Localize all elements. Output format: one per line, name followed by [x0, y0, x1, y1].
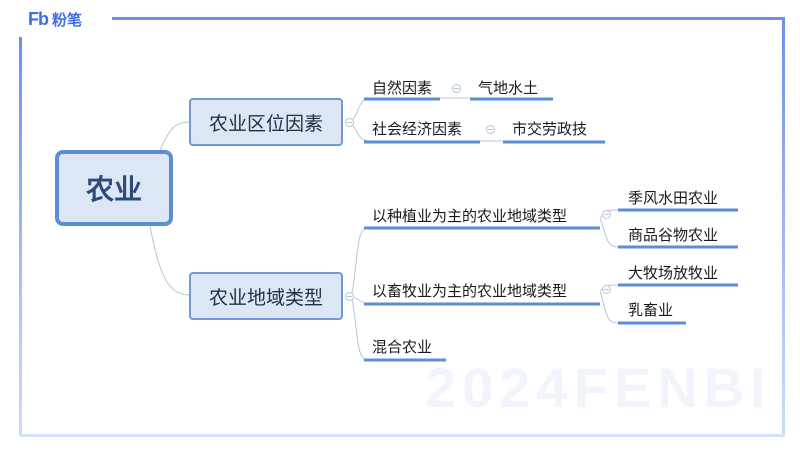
collapse-icon[interactable]: [602, 210, 611, 219]
collapse-icon[interactable]: [345, 118, 354, 127]
collapse-icon[interactable]: [486, 125, 495, 134]
node-natural-factors[interactable]: 自然因素: [372, 79, 433, 97]
node-monsoon-paddy[interactable]: 季风水田农业: [628, 189, 719, 207]
node-crop-farming-type[interactable]: 以种植业为主的农业地域类型: [372, 207, 568, 225]
frame-bottom-border: [19, 434, 785, 437]
node-commercial-grain[interactable]: 商品谷物农业: [628, 226, 719, 244]
node-natural-factors-detail[interactable]: 气地水土: [478, 79, 539, 97]
frame-left-border: [19, 37, 22, 437]
node-socioeconomic-factors[interactable]: 社会经济因素: [372, 120, 463, 138]
branch-node-location-factors[interactable]: 农业区位因素: [189, 98, 343, 146]
frame-top-border: [112, 17, 785, 20]
logo-mark: Fb: [28, 8, 49, 29]
fenbi-logo: Fb 粉笔: [28, 8, 82, 30]
collapse-icon[interactable]: [452, 84, 461, 93]
collapse-icon[interactable]: [345, 292, 354, 301]
root-node[interactable]: 农业: [55, 150, 173, 226]
logo-text: 粉笔: [52, 10, 83, 29]
node-mixed-farming[interactable]: 混合农业: [372, 338, 433, 356]
node-ranching[interactable]: 大牧场放牧业: [628, 264, 719, 282]
node-livestock-type[interactable]: 以畜牧业为主的农业地域类型: [372, 282, 568, 300]
node-dairy[interactable]: 乳畜业: [628, 301, 674, 319]
node-socioeconomic-detail[interactable]: 市交劳政技: [512, 120, 588, 138]
watermark: 2024FENBI: [425, 356, 772, 419]
branch-node-region-types[interactable]: 农业地域类型: [189, 272, 343, 320]
collapse-icon[interactable]: [602, 285, 611, 294]
frame-right-border: [782, 17, 785, 437]
